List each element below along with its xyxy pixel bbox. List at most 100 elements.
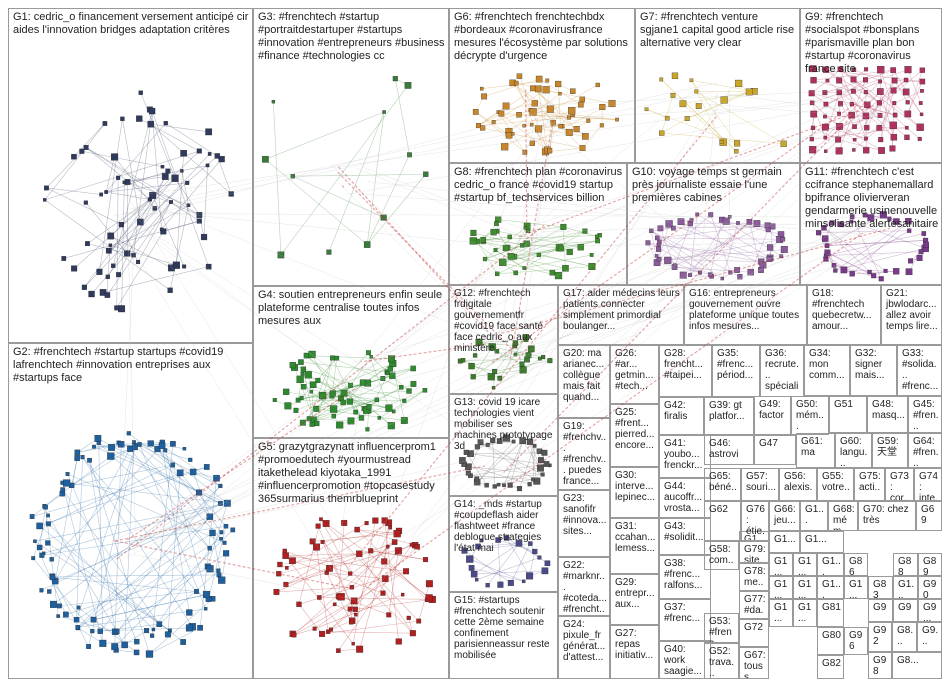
group-label: G48: masq... — [872, 399, 905, 421]
node — [825, 250, 831, 256]
node — [182, 265, 186, 269]
node — [493, 485, 497, 489]
group-panel-g19: G19: #frenchv... #frenchv... puedes fran… — [558, 418, 610, 490]
edge — [507, 538, 540, 558]
node — [386, 405, 393, 412]
node — [905, 218, 911, 224]
group-label: G1... — [798, 579, 814, 599]
node — [382, 518, 388, 524]
node — [305, 371, 312, 378]
group-label: G20: ma arianec... collègue mais fait qu… — [563, 348, 607, 403]
node — [508, 253, 514, 259]
node — [355, 527, 360, 532]
node — [183, 447, 186, 450]
group-label: G67: touss... — [744, 650, 766, 679]
group-panel-g46: G46: astrovi — [704, 435, 754, 465]
node — [917, 255, 923, 261]
node — [190, 469, 196, 475]
group-label: G77: #da... — [744, 594, 766, 619]
node — [893, 218, 899, 224]
node — [153, 206, 157, 210]
node — [558, 246, 564, 252]
group-label: G1... — [798, 556, 814, 576]
group-label: G44: aucoffr... vrosta... — [664, 481, 708, 514]
node — [99, 193, 102, 196]
node — [378, 416, 381, 419]
node — [37, 523, 43, 529]
node — [81, 455, 85, 459]
node — [821, 225, 826, 230]
node — [114, 306, 119, 311]
node — [528, 346, 534, 352]
edge — [307, 356, 392, 426]
group-panel-g22: G22: #marknr... #coteda... #frencht... — [558, 557, 610, 616]
node — [57, 604, 61, 608]
node — [137, 219, 143, 225]
node — [514, 271, 518, 275]
node — [528, 542, 532, 546]
node — [864, 137, 867, 140]
edge — [84, 154, 209, 287]
node — [134, 650, 139, 655]
node — [401, 417, 408, 424]
group-panel-g20: G20: ma arianec... collègue mais fait qu… — [558, 345, 610, 418]
group-panel-g10: G10: voyage temps st germain près journa… — [627, 163, 800, 285]
group-panel-g92: G92 — [868, 622, 892, 652]
node — [536, 76, 542, 82]
node — [523, 150, 527, 154]
node — [301, 384, 306, 389]
node — [470, 237, 477, 244]
node — [423, 172, 428, 177]
node — [134, 639, 139, 644]
group-label: G75: acti... — [859, 471, 882, 501]
node — [904, 135, 909, 140]
node — [826, 79, 829, 82]
node — [341, 390, 347, 396]
group-label: G50: mém... — [796, 399, 826, 432]
node — [111, 154, 118, 161]
group-panel-g47: G47 — [754, 435, 796, 465]
edge — [819, 231, 910, 233]
node — [127, 431, 131, 435]
group-panel-g1i: G1... — [793, 576, 817, 599]
group-graph-g12 — [450, 286, 557, 393]
node — [492, 120, 496, 124]
node — [504, 536, 509, 541]
node — [229, 191, 234, 196]
node — [31, 556, 35, 560]
node — [149, 108, 155, 114]
node — [810, 137, 814, 141]
node — [381, 559, 387, 565]
node — [767, 256, 772, 261]
group-label: G83 — [873, 579, 890, 599]
group-label: G92 — [873, 625, 889, 647]
node — [89, 291, 95, 297]
group-panel-g15: G15: #startups #frenchtech soutenir cett… — [449, 592, 558, 679]
group-label: G1... — [849, 579, 865, 599]
group-label: G78: me... — [744, 566, 766, 591]
node — [582, 133, 588, 139]
node — [656, 247, 661, 252]
node — [849, 112, 855, 118]
node — [469, 565, 474, 570]
node — [766, 227, 771, 232]
node — [599, 104, 605, 110]
node — [822, 124, 828, 130]
node — [215, 153, 220, 158]
edge — [134, 442, 220, 486]
node — [537, 465, 544, 472]
node — [590, 253, 593, 256]
node — [106, 248, 111, 253]
edge — [647, 109, 668, 118]
node — [388, 422, 395, 429]
node — [219, 537, 222, 540]
node — [530, 108, 537, 115]
group-panel-g80: G80 — [817, 627, 844, 655]
node — [415, 544, 420, 549]
edge — [498, 220, 563, 227]
node — [486, 443, 490, 447]
node — [664, 257, 671, 264]
edge — [472, 568, 524, 581]
node — [823, 67, 829, 73]
node — [499, 111, 504, 116]
